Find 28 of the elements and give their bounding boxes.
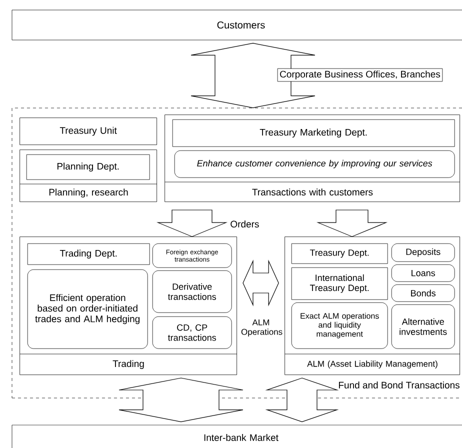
goal-box: Enhance customer convenience by improving our services (174, 150, 455, 178)
unit-box: Treasury Unit (20, 118, 157, 145)
block-arrow (265, 378, 339, 422)
department-box: International Treasury Dept. (291, 267, 388, 300)
product-box: Loans (391, 264, 455, 282)
block-arrow (156, 210, 228, 237)
block-arrow (190, 42, 316, 108)
department-box: Trading Dept. (27, 243, 150, 265)
dashed-region (12, 108, 462, 398)
department-box: Treasury Marketing Dept. (172, 119, 455, 147)
product-box: Alternative investments (391, 304, 455, 349)
edge-label: Fund and Bond Transactions (337, 380, 461, 390)
block-arrow (118, 378, 244, 422)
edge-label: Corporate Business Offices, Branches (277, 68, 443, 82)
transaction-box: Derivative transactions (152, 270, 232, 313)
product-box: Bonds (391, 284, 455, 302)
block-arrow (242, 260, 279, 306)
task-box: Exact ALM operations and liquidity management (291, 302, 388, 349)
transaction-box: CD, CP transactions (152, 316, 232, 349)
market-box: Inter-bank Market (12, 424, 462, 448)
customers-box: Customers (12, 10, 462, 40)
edge-label: Orders (229, 220, 260, 228)
product-box: Deposits (391, 243, 455, 262)
task-box: Efficient operation based on order-initiated trades and ALM hedging (27, 269, 148, 349)
department-box: Planning Dept. (26, 154, 150, 180)
block-arrow (316, 210, 388, 237)
edge-label: ALM Operations (240, 318, 282, 338)
department-box: Treasury Dept. (291, 243, 388, 264)
